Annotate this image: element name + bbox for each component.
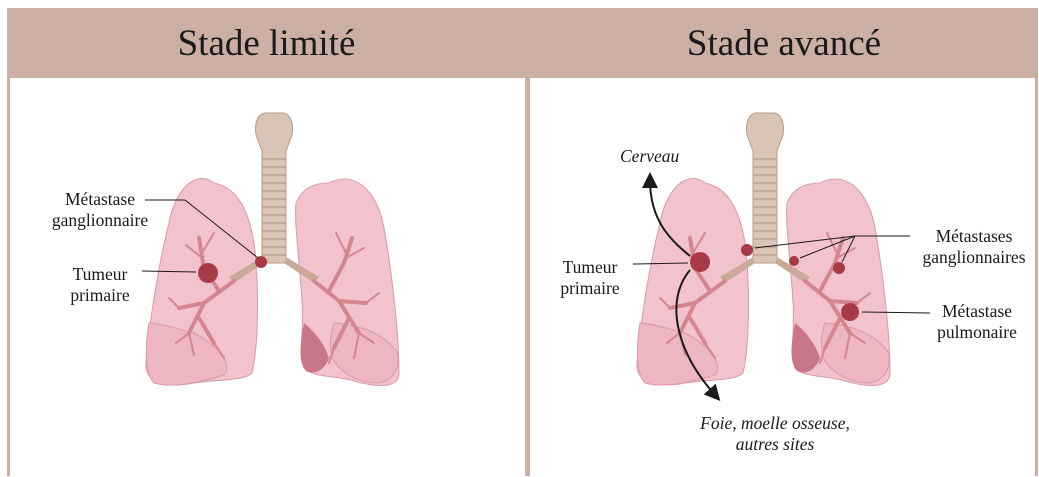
pulmonary-metastasis — [841, 303, 859, 321]
label-brain: Cerveau — [620, 146, 679, 167]
label-distant-sites: Foie, moelle osseuse, autres sites — [670, 413, 880, 455]
label-line: primaire — [550, 278, 630, 299]
label-line: Tumeur — [550, 257, 630, 278]
label-line: primaire — [60, 285, 140, 306]
label-node-metastases: Métastases ganglionnaires — [909, 226, 1039, 268]
label-node-metastasis: Métastase ganglionnaire — [34, 189, 166, 231]
label-line: ganglionnaire — [34, 210, 166, 231]
lymph-node-right-3 — [833, 262, 845, 274]
label-line: Foie, moelle osseuse, — [670, 413, 880, 434]
label-pulmonary-metastasis: Métastase pulmonaire — [922, 301, 1032, 343]
label-line: Tumeur — [60, 264, 140, 285]
lymph-node-left — [255, 256, 267, 268]
primary-tumor-right — [690, 252, 710, 272]
label-line: pulmonaire — [922, 322, 1032, 343]
label-primary-tumor-left: Tumeur primaire — [60, 264, 140, 306]
label-line: Métastases — [909, 226, 1039, 247]
primary-tumor-left — [198, 263, 218, 283]
lymph-node-right-1 — [741, 244, 753, 256]
label-primary-tumor-right: Tumeur primaire — [550, 257, 630, 299]
lungs-left — [146, 113, 399, 386]
label-line: Métastase — [34, 189, 166, 210]
label-line: autres sites — [670, 434, 880, 455]
lymph-node-right-2 — [789, 256, 799, 266]
label-line: Métastase — [922, 301, 1032, 322]
label-line: ganglionnaires — [909, 247, 1039, 268]
